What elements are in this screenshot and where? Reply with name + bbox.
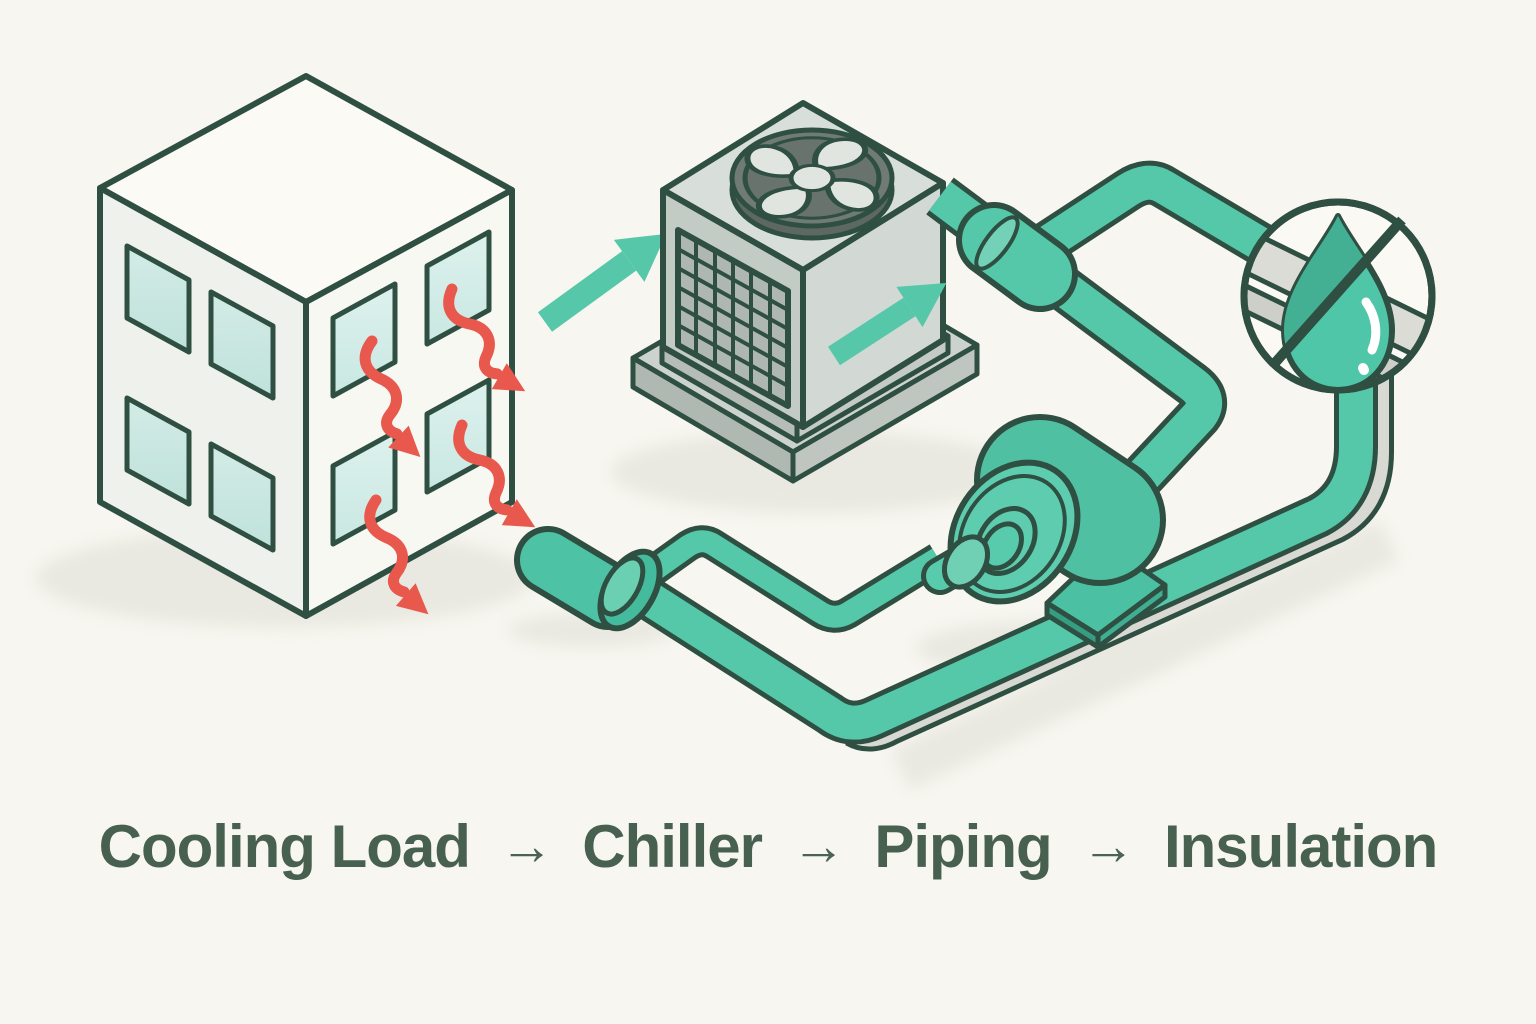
heat-wave-arrow-icon	[443, 283, 526, 392]
no-condensation-icon	[1240, 198, 1436, 394]
heat-wave-arrow-icon	[453, 419, 536, 528]
chiller-flow-arrow-icon	[828, 283, 947, 366]
caption-arrow-separator: →	[499, 816, 554, 876]
caption-step-chiller: Chiller	[582, 813, 763, 880]
window	[330, 281, 398, 399]
building-windows-right	[330, 229, 492, 547]
pipe-end-cap	[514, 526, 663, 632]
chiller-icon	[630, 100, 980, 484]
caption: Cooling Load → Chiller → Piping → Insula…	[0, 812, 1536, 881]
caption-step-piping: Piping	[874, 813, 1052, 880]
heat-wave-arrows	[359, 283, 536, 615]
pump-shaft-collar	[941, 534, 991, 590]
pipe-pump-outlet	[636, 525, 947, 633]
window	[330, 429, 398, 547]
window	[424, 229, 492, 347]
grille-icon	[675, 227, 791, 409]
window	[124, 243, 192, 355]
slash-icon	[1270, 216, 1406, 368]
window	[208, 289, 276, 401]
caption-arrow-separator: →	[1081, 816, 1135, 876]
caption-step-insulation: Insulation	[1163, 813, 1438, 880]
caption-step-cooling-load: Cooling Load	[98, 813, 471, 880]
pipe-supply-run	[926, 177, 1228, 493]
fan-icon	[729, 127, 895, 241]
heat-wave-arrow-icon	[364, 494, 429, 615]
pump-icon	[921, 414, 1168, 650]
heat-wave-arrow-icon	[359, 335, 421, 458]
chiller-right-face	[800, 180, 946, 430]
flow-arrow-icon	[537, 233, 667, 332]
building-icon	[97, 73, 515, 619]
caption-arrow-separator: →	[791, 816, 846, 876]
window	[208, 441, 276, 553]
window	[124, 395, 192, 507]
pipe-coupling	[956, 202, 1078, 312]
building-windows-left	[124, 243, 276, 553]
